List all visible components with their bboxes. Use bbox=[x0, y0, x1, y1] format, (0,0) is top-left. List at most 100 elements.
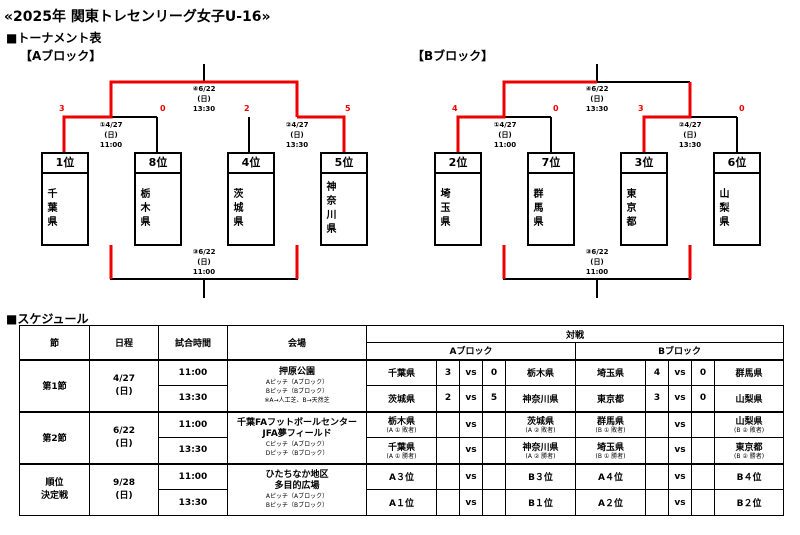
match-info: ③6/22 (日) 11:00 bbox=[192, 248, 216, 276]
venue-name: 千葉FAフットボールセンター bbox=[236, 417, 358, 428]
score-cell: 5 bbox=[482, 385, 506, 412]
score-cell bbox=[645, 410, 669, 438]
team-cell: 千葉県 bbox=[366, 358, 437, 386]
match-info: ④6/22 (日) 13:30 bbox=[585, 85, 609, 113]
team-cell: A４位 bbox=[575, 462, 646, 490]
team-note: (B ① 敗者) bbox=[595, 427, 626, 435]
team-card: 3位東京都 bbox=[620, 152, 668, 246]
score-cell bbox=[436, 410, 460, 438]
score-cell: 3 bbox=[436, 358, 460, 386]
score-cell: 3 bbox=[645, 385, 669, 412]
venue-pitch: Dピッチ（Bブロック） bbox=[265, 449, 329, 457]
team-name: 東京都 bbox=[735, 442, 763, 453]
header-block-b: Bブロック bbox=[574, 342, 785, 360]
page-title: «2025年 関東トレセンリーグ女子U-16» bbox=[4, 9, 271, 25]
vs-cell: vs bbox=[668, 410, 692, 438]
time-cell: 11:00 bbox=[158, 462, 228, 490]
team-cell: B２位 bbox=[713, 489, 785, 516]
time-cell: 13:30 bbox=[158, 437, 228, 464]
date: 6/22 bbox=[112, 425, 136, 436]
vs-cell: vs bbox=[459, 410, 483, 438]
bracket-lines bbox=[62, 64, 738, 298]
team-card: 4位茨城県 bbox=[227, 152, 275, 246]
team-cell: 東京都 bbox=[575, 385, 646, 412]
team-card: 2位埼玉県 bbox=[434, 152, 482, 246]
vs-cell: vs bbox=[668, 489, 692, 516]
date: 9/28 bbox=[112, 477, 136, 488]
team-note: (A ① 勝者) bbox=[386, 452, 417, 460]
score-cell bbox=[482, 410, 506, 438]
header-round: 節 bbox=[19, 325, 90, 360]
team-name: 千葉県 bbox=[387, 442, 415, 453]
team-cell: 埼玉県(B ① 勝者) bbox=[575, 437, 646, 464]
date-cell: 9/28 (日) bbox=[89, 462, 159, 516]
team-note: (B ② 敗者) bbox=[734, 427, 765, 435]
team-cell: 栃木県 bbox=[505, 358, 576, 386]
schedule-heading: ■スケジュール bbox=[6, 312, 89, 326]
match-info: ④6/22 (日) 13:30 bbox=[192, 85, 216, 113]
venue-name: 多目的広場 bbox=[274, 480, 320, 491]
match-info: ①4/27 (日) 11:00 bbox=[99, 121, 123, 149]
score: 5 bbox=[345, 104, 351, 113]
venue-pitch: Bピッチ（Bブロック） bbox=[265, 387, 329, 395]
vs-cell: vs bbox=[668, 385, 692, 412]
score-cell bbox=[436, 462, 460, 490]
header-venue: 会場 bbox=[227, 325, 367, 360]
team-note: (B ① 勝者) bbox=[595, 452, 626, 460]
score: 2 bbox=[244, 104, 250, 113]
day: (日) bbox=[115, 490, 133, 501]
score-cell: 0 bbox=[691, 385, 715, 412]
score-cell: 0 bbox=[691, 358, 715, 386]
score-cell: 2 bbox=[436, 385, 460, 412]
team-rank: 1位 bbox=[43, 154, 87, 174]
team-name: 東京都 bbox=[624, 188, 635, 230]
score-cell bbox=[691, 410, 715, 438]
team-cell: B３位 bbox=[505, 462, 576, 490]
score-cell bbox=[436, 489, 460, 516]
time-cell: 13:30 bbox=[158, 385, 228, 412]
block-b-label: 【Bブロック】 bbox=[412, 49, 494, 63]
score-cell: 4 bbox=[645, 358, 669, 386]
score-cell bbox=[691, 437, 715, 464]
team-rank: 3位 bbox=[622, 154, 666, 174]
team-cell: 神奈川県(A ② 勝者) bbox=[505, 437, 576, 464]
score: 3 bbox=[59, 104, 65, 113]
venue-name: 押原公園 bbox=[278, 366, 315, 377]
team-cell: 山梨県(B ② 敗者) bbox=[713, 410, 785, 438]
score-cell bbox=[482, 462, 506, 490]
team-rank: 8位 bbox=[136, 154, 180, 174]
team-name: 茨城県 bbox=[526, 417, 554, 428]
team-cell: 千葉県(A ① 勝者) bbox=[366, 437, 437, 464]
team-cell: 山梨県 bbox=[713, 385, 785, 412]
score: 4 bbox=[452, 104, 458, 113]
match-info: ②4/27 (日) 13:30 bbox=[678, 121, 702, 149]
header-block-a: Aブロック bbox=[366, 342, 576, 360]
score-cell bbox=[645, 489, 669, 516]
team-card: 8位栃木県 bbox=[134, 152, 182, 246]
team-name: 栃木県 bbox=[138, 188, 149, 230]
team-cell: A２位 bbox=[575, 489, 646, 516]
team-name: 群馬県 bbox=[531, 188, 542, 230]
score-cell bbox=[436, 437, 460, 464]
time-cell: 11:00 bbox=[158, 358, 228, 386]
match-info: ①4/27 (日) 11:00 bbox=[493, 121, 517, 149]
vs-cell: vs bbox=[668, 437, 692, 464]
score: 0 bbox=[553, 104, 559, 113]
team-name: 千葉県 bbox=[45, 188, 56, 230]
score: 3 bbox=[638, 104, 644, 113]
team-rank: 7位 bbox=[529, 154, 573, 174]
team-cell: A１位 bbox=[366, 489, 437, 516]
venue-note: ※A→人工芝、B→天然芝 bbox=[264, 396, 330, 404]
venue-pitch: Bピッチ（Bブロック） bbox=[265, 501, 329, 509]
round-cell: 第1節 bbox=[19, 358, 90, 412]
tournament-heading: ■トーナメント表 bbox=[6, 31, 102, 45]
team-card: 5位神奈川県 bbox=[320, 152, 368, 246]
team-name: 山梨県 bbox=[717, 188, 728, 230]
team-note: (A ① 敗者) bbox=[386, 427, 417, 435]
vs-cell: vs bbox=[459, 489, 483, 516]
score: 0 bbox=[739, 104, 745, 113]
team-rank: 2位 bbox=[436, 154, 480, 174]
venue-name: JFA夢フィールド bbox=[262, 428, 332, 439]
